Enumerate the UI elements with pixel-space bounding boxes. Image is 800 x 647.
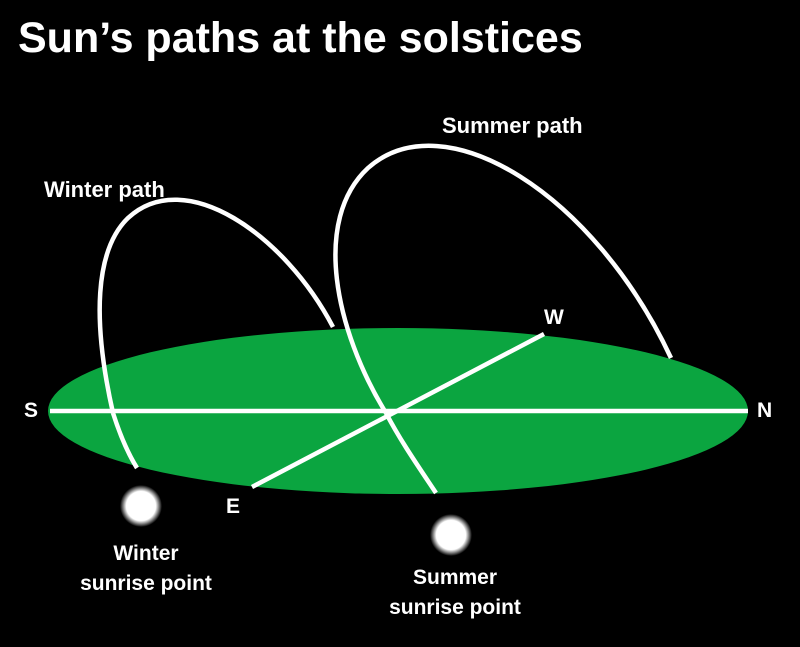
summer-sunrise-label: Summer sunrise point [355, 563, 555, 623]
winter-path-label: Winter path [44, 177, 165, 202]
north-label: N [757, 399, 773, 422]
west-label: W [544, 306, 564, 329]
summer-path-label: Summer path [442, 113, 583, 138]
summer-sunrise-label-line1: Summer [412, 566, 498, 589]
summer-path-ground [384, 411, 438, 495]
summer-sunrise-sun [430, 514, 472, 556]
winter-sunrise-sun [120, 485, 162, 527]
winter-path-arc [97, 197, 335, 414]
winter-sunrise-label: Winter sunrise point [46, 539, 246, 599]
east-label: E [226, 495, 241, 518]
winter-sunrise-label-line1: Winter [113, 542, 179, 565]
diagram-title: Sun’s paths at the solstices [18, 14, 583, 62]
south-label: S [24, 399, 39, 422]
summer-path-arc [333, 143, 674, 415]
winter-path-ground [110, 412, 139, 470]
east-west-line [250, 332, 546, 489]
winter-sunrise-label-line2: sunrise point [80, 572, 212, 595]
summer-sunrise-label-line2: sunrise point [389, 596, 521, 619]
